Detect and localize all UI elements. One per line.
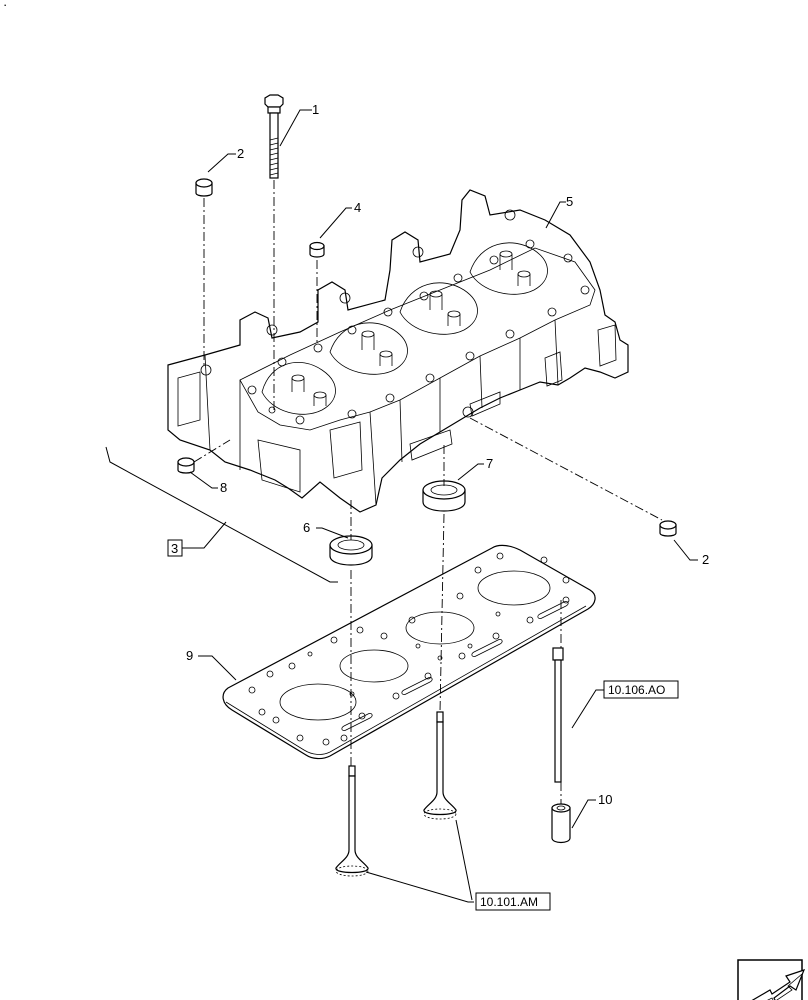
valve-seat-ring-6 — [329, 535, 373, 566]
plug-4 — [309, 241, 325, 258]
leader-lines — [105, 109, 698, 903]
head-bolt — [264, 94, 284, 179]
valve-guide — [551, 647, 571, 844]
callout-8: 8 — [220, 480, 227, 495]
valve-seat-ring-7 — [422, 480, 466, 512]
callout-10: 10 — [598, 792, 612, 807]
callout-7: 7 — [486, 456, 493, 471]
plug-8 — [177, 457, 195, 474]
callout-3-box — [167, 539, 183, 557]
reference-10-101-AM-label: 10.101.AM — [480, 895, 538, 909]
callout-6: 6 — [303, 520, 310, 535]
head-gasket — [222, 544, 596, 760]
reference-10-101-AM[interactable]: 10.101.AM — [475, 892, 551, 911]
plug-2-upper — [195, 178, 213, 197]
plug-2-lower — [659, 520, 677, 537]
callout-1: 1 — [312, 102, 319, 117]
callout-2-upper: 2 — [237, 146, 244, 161]
callouts: 1 2 4 5 6 7 8 2 9 10 3 — [167, 102, 709, 807]
intake-valve — [335, 765, 369, 877]
exhaust-valve — [423, 711, 457, 820]
reference-10-106-AO[interactable]: 10.106.AO — [603, 680, 679, 699]
callout-9: 9 — [186, 648, 193, 663]
callout-4: 4 — [354, 200, 361, 215]
next-page-arrow-icon[interactable] — [737, 959, 806, 1000]
reference-10-106-AO-label: 10.106.AO — [608, 683, 665, 697]
callout-5: 5 — [566, 194, 573, 209]
corner-mark: · — [3, 0, 7, 12]
callout-2-lower: 2 — [702, 552, 709, 567]
alignment-lines — [193, 180, 663, 804]
cylinder-head — [167, 189, 629, 513]
callout-3: 3 — [171, 541, 178, 556]
